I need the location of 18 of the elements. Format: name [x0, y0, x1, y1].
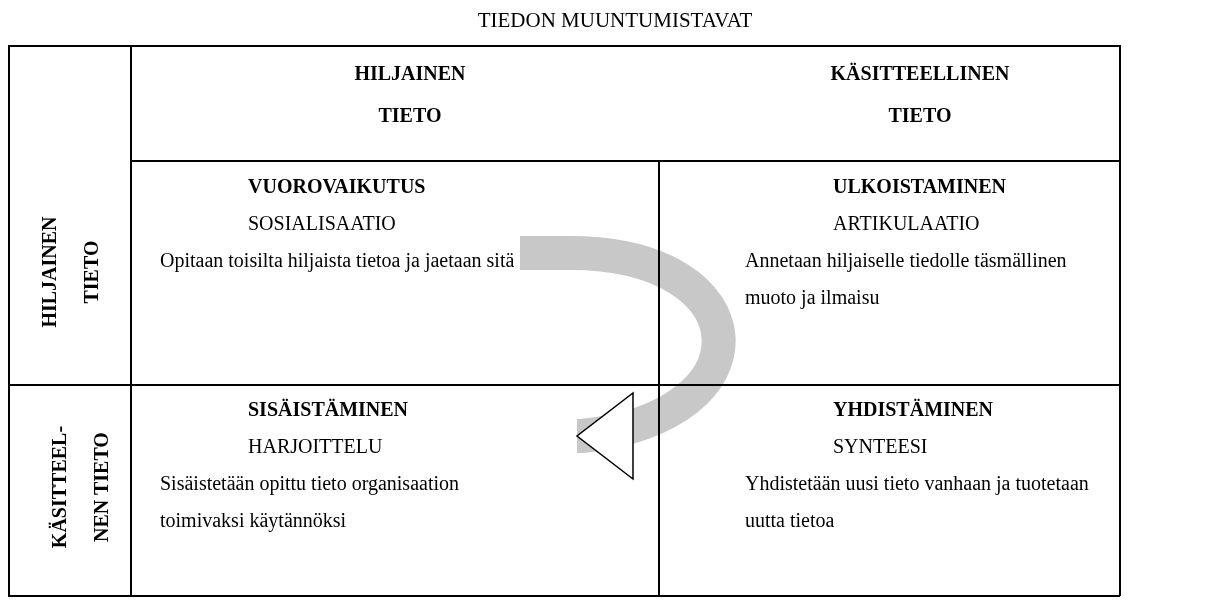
- quadrant-description: Annetaan hiljaiselle tiedolle täsmällinen muoto ja ilmaisu: [745, 248, 1068, 311]
- column-header: KÄSITTEELLINEN TIETO: [829, 61, 1011, 128]
- row-header: KÄSITTEEL- NEN TIETO: [47, 424, 113, 551]
- quadrant-heading: YHDISTÄMINEN: [832, 397, 995, 422]
- quadrant-subheading: ARTIKULAATIO: [832, 211, 981, 236]
- diagram-title: TIEDON MUUNTUMISTAVAT: [476, 8, 754, 33]
- quadrant-subheading: SOSIALISAATIO: [247, 211, 397, 236]
- row-header: HILJAINEN TIETO: [37, 215, 103, 330]
- quadrant-description: Sisäistetään opittu tieto organisaation toimivaksi käytännöksi: [160, 471, 461, 534]
- quadrant-subheading: SYNTEESI: [832, 434, 929, 459]
- column-header: HILJAINEN TIETO: [353, 61, 467, 128]
- quadrant-description: Yhdistetään uusi tieto vanhaan ja tuotetaan uutta tietoa: [745, 471, 1090, 533]
- quadrant-subheading: HARJOITTELU: [247, 434, 384, 459]
- quadrant-heading: SISÄISTÄMINEN: [247, 397, 410, 422]
- quadrant-heading: VUOROVAIKUTUS: [247, 174, 427, 199]
- quadrant-heading: ULKOISTAMINEN: [832, 174, 1007, 199]
- curved-arrow: [520, 236, 736, 480]
- quadrant-description: Opitaan toisilta hiljaista tietoa ja jaetaan sitä: [160, 248, 516, 274]
